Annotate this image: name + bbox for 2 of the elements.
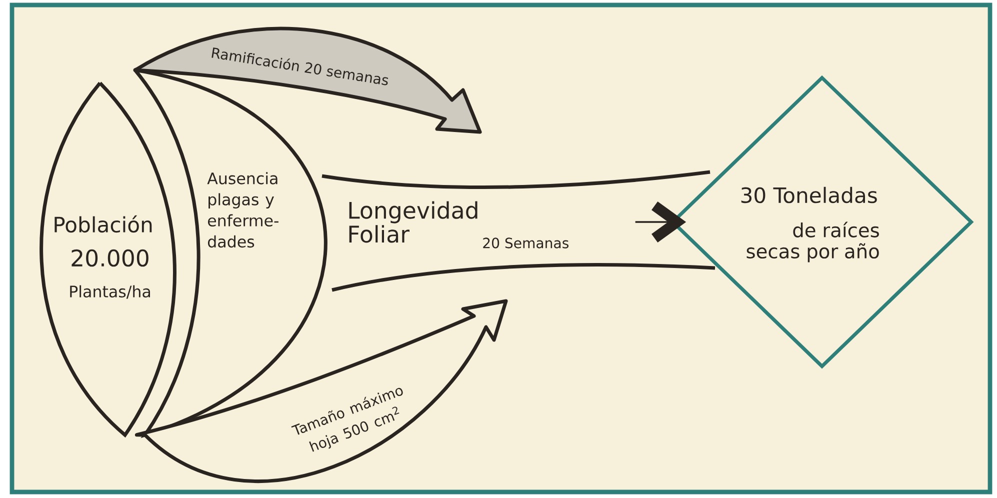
curved-arrow xyxy=(133,26,482,134)
curved-arrow xyxy=(134,299,508,483)
